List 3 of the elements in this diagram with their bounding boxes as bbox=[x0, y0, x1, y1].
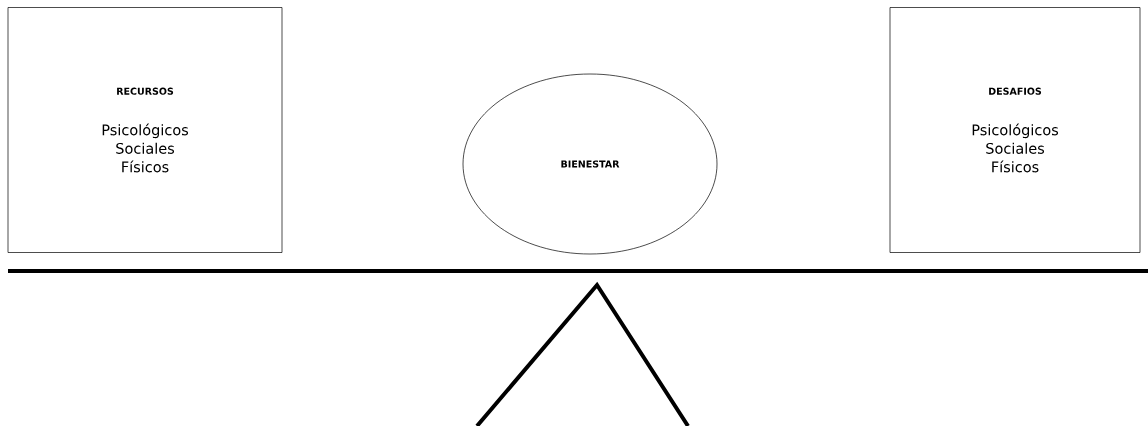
text-box: DESAFIOS Psicológicos Sociales Físicos bbox=[889, 7, 1141, 253]
ellipse-node: BIENESTAR bbox=[462, 73, 718, 255]
text-box: RECURSOS Psicológicos Sociales Físicos bbox=[7, 7, 283, 253]
